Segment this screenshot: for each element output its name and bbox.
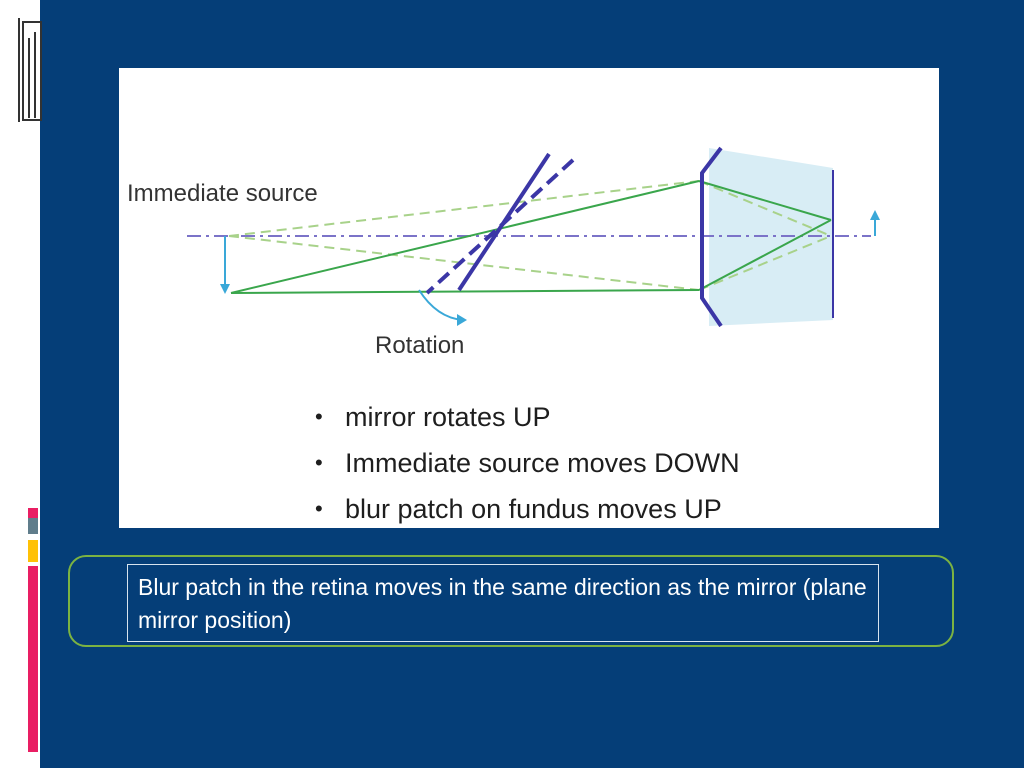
callout-frame (68, 555, 954, 647)
frame-decoration-icon (18, 18, 42, 122)
list-item: •blur patch on fundus moves UP (315, 494, 722, 524)
diagram-panel: Immediate source Rotation •mirror rotate… (119, 68, 939, 528)
accent-stripe-yellow (28, 540, 38, 562)
list-item: •Immediate source moves DOWN (315, 448, 740, 478)
rotation-arrow (418, 289, 464, 321)
retinoscopy-mirror-diagram (187, 146, 880, 328)
dashed-rays (228, 180, 832, 291)
accent-stripe-pink-top (28, 508, 38, 518)
accent-stripe-pink (28, 566, 38, 752)
accent-stripe-gray (28, 518, 38, 534)
solid-rays (230, 180, 832, 294)
mirror-rotated-position (457, 152, 551, 292)
immediate-source-label: Immediate source (127, 180, 318, 207)
rotation-arrowhead (457, 314, 467, 326)
callout-text: Blur patch in the retina moves in the sa… (127, 564, 879, 642)
source-shift-arrowhead (220, 284, 230, 294)
rotation-label: Rotation (375, 332, 465, 359)
mirror-original-position (425, 158, 575, 295)
bullet-list: •mirror rotates UP •Immediate source mov… (315, 394, 740, 532)
eye-lens (700, 146, 723, 328)
fundus-shift-arrowhead (870, 210, 880, 220)
list-item: •mirror rotates UP (315, 402, 551, 432)
